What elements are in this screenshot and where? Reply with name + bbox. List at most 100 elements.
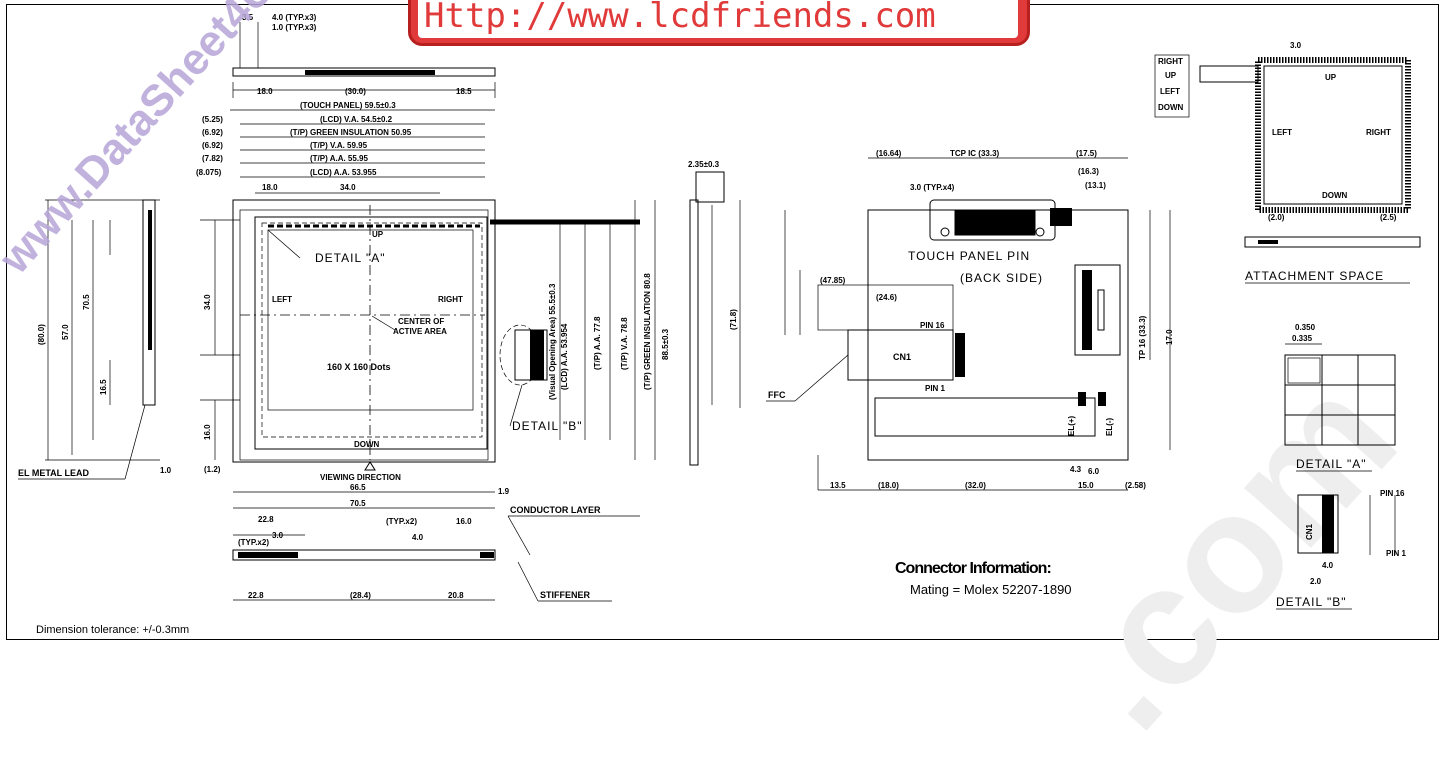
side-dim-70-5: 70.5 — [82, 294, 91, 310]
ffc-label: FFC — [768, 390, 786, 400]
left-dim-5: (8.075) — [196, 168, 222, 177]
dim-16-64: (16.64) — [876, 149, 902, 158]
dim-2-35: 2.35±0.3 — [688, 160, 720, 169]
front-view-dims: (TOUCH PANEL) 59.5±0.3 (LCD) V.A. 54.5±0… — [196, 101, 495, 194]
detail-b-pin1: PIN 1 — [1386, 549, 1407, 558]
dim-22-8b: 22.8 — [248, 591, 264, 600]
lcd-va-dim: (LCD) V.A. 54.5±0.2 — [320, 115, 393, 124]
attach-dim-2-5: (2.5) — [1380, 213, 1397, 222]
detail-b-pin16: PIN 16 — [1380, 489, 1405, 498]
detail-b-view: CN1 PIN 16 PIN 1 4.0 2.0 DETAIL "B" — [1276, 489, 1407, 610]
dim-18-top: 18.0 — [262, 183, 278, 192]
dim-22-8: 22.8 — [258, 515, 274, 524]
center-label: CENTER OF — [398, 317, 444, 326]
active-area-label: ACTIVE AREA — [393, 327, 447, 336]
attachment-space-title: ATTACHMENT SPACE — [1245, 269, 1384, 283]
conductor-layer-label: CONDUCTOR LAYER — [510, 505, 601, 515]
dim-16-0-v: 16.0 — [203, 424, 212, 440]
dim-18-5: 18.5 — [456, 87, 472, 96]
dim-13-5: 13.5 — [830, 481, 846, 490]
viewing-direction-label: VIEWING DIRECTION — [320, 473, 401, 482]
dim-4-3: 4.3 — [1070, 465, 1082, 474]
dim-typ-x3b: 1.0 (TYP.x3) — [272, 23, 317, 32]
right-side-view: 2.35±0.3 (71.8) — [688, 160, 741, 466]
left-dim-2: (6.92) — [202, 128, 223, 137]
dim-70-5: 70.5 — [350, 499, 366, 508]
dim-3-5: 3.5 — [242, 13, 254, 22]
left-dim-3: (6.92) — [202, 141, 223, 150]
down-label: DOWN — [354, 440, 380, 449]
left-dim-1: (5.25) — [202, 115, 223, 124]
connector-info-title: Connector Information: — [895, 560, 1052, 577]
el-plus-label: EL(+) — [1067, 415, 1076, 436]
url-watermark: Http://www.lcdfriends.com — [424, 0, 936, 36]
side-dim-57: 57.0 — [61, 324, 70, 340]
attach-dim-2-0: (2.0) — [1268, 213, 1285, 222]
attach-right-label: RIGHT — [1366, 128, 1391, 137]
dim-47-85: (47.85) — [820, 276, 846, 285]
rot-down-label: DOWN — [1158, 103, 1184, 112]
tp-aa-dim: (T/P) A.A. 55.95 — [310, 154, 368, 163]
right-label: RIGHT — [438, 295, 463, 304]
touch-panel-pin-label: TOUCH PANEL PIN — [908, 249, 1030, 263]
right-dim-view: (Visual Opening Area) 55.5±0.3 — [548, 283, 557, 400]
dim-typ-x3: 4.0 (TYP.x3) — [272, 13, 317, 22]
detail-a-dim-a: 0.350 — [1295, 323, 1316, 332]
dim-20-8: 20.8 — [448, 591, 464, 600]
detail-b-label: DETAIL "B" — [512, 419, 583, 433]
dim-32-0: (32.0) — [965, 481, 986, 490]
attachment-space: UP LEFT RIGHT DOWN RIGHT UP LEFT DOWN 3.… — [1154, 41, 1421, 284]
side-dim-80: (80.0) — [37, 324, 46, 345]
dim-1-9: 1.9 — [498, 487, 510, 496]
detail-b-cn1: CN1 — [1305, 523, 1314, 540]
tcp-label: TCP IC (33.3) — [950, 149, 1000, 158]
dim-18-0-back: (18.0) — [878, 481, 899, 490]
dim-30-0: (30.0) — [345, 87, 366, 96]
right-dim-tpaa: (T/P) A.A. 77.8 — [593, 316, 602, 370]
dim-1-2: (1.2) — [204, 465, 221, 474]
detail-b-dim-2: 2.0 — [1310, 577, 1322, 586]
dim-34-0-v: 34.0 — [203, 294, 212, 310]
back-view: TOUCH PANEL PIN (BACK SIDE) TCP IC (33.3… — [766, 149, 1174, 491]
left-dim-4: (7.82) — [202, 154, 223, 163]
detail-a-dim-b: 0.335 — [1292, 334, 1313, 343]
right-dim-gi: (T/P) GREEN INSULATION 80.8 — [643, 273, 652, 390]
dim-typ-x2-left: (TYP.x2) — [238, 538, 269, 547]
dim-4-0: 4.0 — [412, 533, 424, 542]
top-side-view: 18.0 (30.0) 18.5 3.5 4.0 (TYP.x3) 1.0 (T… — [232, 13, 496, 98]
detail-a-view: 0.350 0.335 DETAIL "A" — [1284, 323, 1396, 472]
green-insulation-dim: (T/P) GREEN INSULATION 50.95 — [290, 128, 412, 137]
dim-17-5: (17.5) — [1076, 149, 1097, 158]
dim-6-0: 6.0 — [1088, 467, 1100, 476]
rot-up-label: UP — [1165, 71, 1177, 80]
lcd-aa-dim: (LCD) A.A. 53.955 — [310, 168, 377, 177]
dim-typ-x2: (TYP.x2) — [386, 517, 417, 526]
rot-left-label: LEFT — [1160, 87, 1180, 96]
dim-tp-16: TP 16 (33.3) — [1138, 315, 1147, 360]
dim-2-58: (2.58) — [1125, 481, 1146, 490]
left-label: LEFT — [272, 295, 292, 304]
up-label: UP — [372, 230, 384, 239]
touch-panel-dim: (TOUCH PANEL) 59.5±0.3 — [300, 101, 396, 110]
left-side-view: (80.0) 57.0 70.5 16.5 — [37, 199, 160, 461]
back-side-label: (BACK SIDE) — [960, 271, 1043, 285]
bottom-side-view: 22.8 (TYP.x2) 3.0 (TYP.x2) 16.0 4.0 22.8… — [232, 505, 640, 602]
dim-3-0: 3.0 — [272, 531, 284, 540]
cn1-label: CN1 — [893, 352, 911, 362]
attach-left-label: LEFT — [1272, 128, 1292, 137]
dim-16-0: 16.0 — [456, 517, 472, 526]
dim-28-4: (28.4) — [350, 591, 371, 600]
attach-dim-3-0: 3.0 — [1290, 41, 1302, 50]
dim-18-0: 18.0 — [257, 87, 273, 96]
dim-1-0-el: 1.0 — [160, 466, 172, 475]
detail-a-label: DETAIL "A" — [315, 251, 386, 265]
attach-down-label: DOWN — [1322, 191, 1348, 200]
dim-66-5: 66.5 — [350, 483, 366, 492]
connector-mating: Mating = Molex 52207-1890 — [910, 582, 1072, 597]
dots-label: 160 X 160 Dots — [327, 362, 391, 372]
dim-13-1: (13.1) — [1085, 181, 1106, 190]
dim-34-0: 34.0 — [340, 183, 356, 192]
attach-up-label: UP — [1325, 73, 1337, 82]
dim-15-0: 15.0 — [1078, 481, 1094, 490]
tp-va-dim: (T/P) V.A. 59.95 — [310, 141, 368, 150]
